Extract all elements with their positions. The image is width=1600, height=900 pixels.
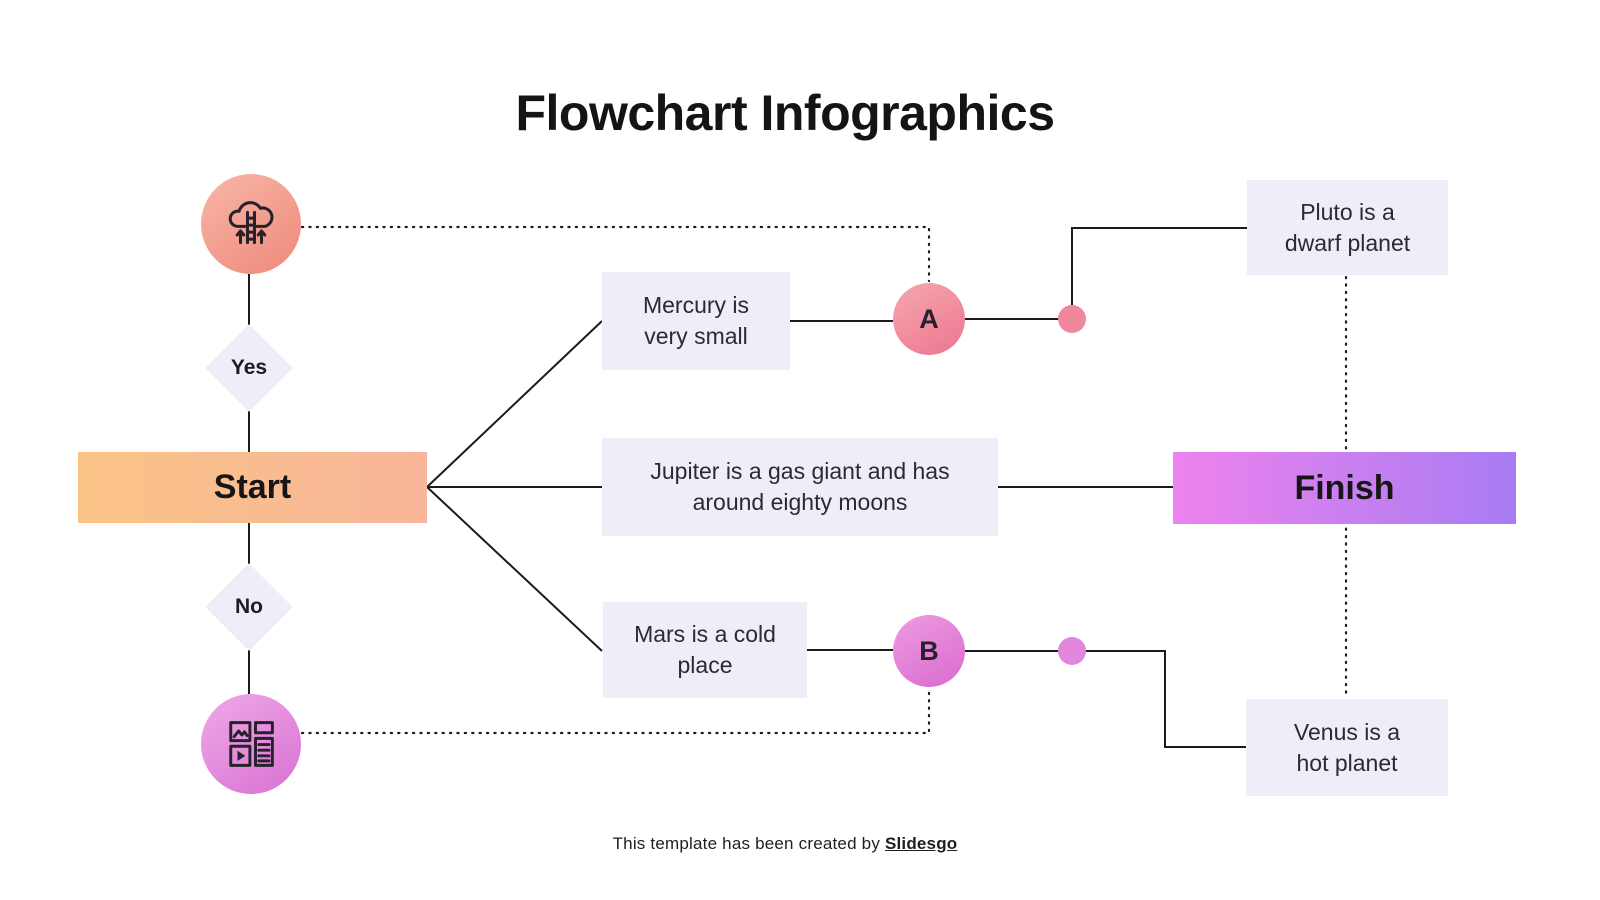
decision-yes-label: Yes [230,356,268,379]
connector-start-mercury [426,320,603,488]
infobox-pluto-text: Pluto is a dwarf planet [1284,198,1411,256]
footer-credit-text: This template has been created by [612,834,885,853]
connector-start-mars [426,486,603,652]
slidesgo-link[interactable]: Slidesgo [884,834,958,853]
media-gallery-icon [229,721,274,767]
infobox-mercury: Mercury is very small [602,272,790,370]
decision-yes: Yes [205,324,293,412]
media-node [201,694,301,794]
infobox-venus-text: Venus is a hot planet [1293,718,1401,776]
infobox-jupiter-text: Jupiter is a gas giant and has around ei… [650,458,950,515]
infobox-venus: Venus is a hot planet [1246,699,1448,796]
cloud-node [201,174,301,274]
dotted-bottomcircle-b [300,687,931,735]
start-node: Start [78,452,427,523]
connector-b-dot-venus [965,650,1246,748]
start-label: Start [213,468,292,506]
infobox-mars-text: Mars is a cold place [634,621,776,678]
dotted-topcircle-a [300,225,931,283]
decision-no: No [205,563,293,651]
connector-dot-a [1058,305,1086,333]
infobox-pluto: Pluto is a dwarf planet [1247,180,1448,275]
page-title: Flowchart Infographics [515,85,1055,141]
connector-dot-pluto [1071,227,1247,319]
branch-b-node: B [893,615,965,687]
finish-label: Finish [1294,468,1395,507]
cloud-ladder-growth-icon [228,201,274,245]
infobox-mars: Mars is a cold place [603,602,807,698]
branch-a-node: A [893,283,965,355]
footer-credit: This template has been created by Slides… [0,834,1570,854]
decision-no-label: No [235,595,263,618]
connector-dot-b [1058,637,1086,665]
branch-b-label: B [919,635,939,666]
finish-node: Finish [1173,452,1516,524]
infobox-jupiter: Jupiter is a gas giant and has around ei… [602,438,998,536]
infobox-mercury-text: Mercury is very small [642,292,750,349]
branch-a-label: A [919,303,939,334]
